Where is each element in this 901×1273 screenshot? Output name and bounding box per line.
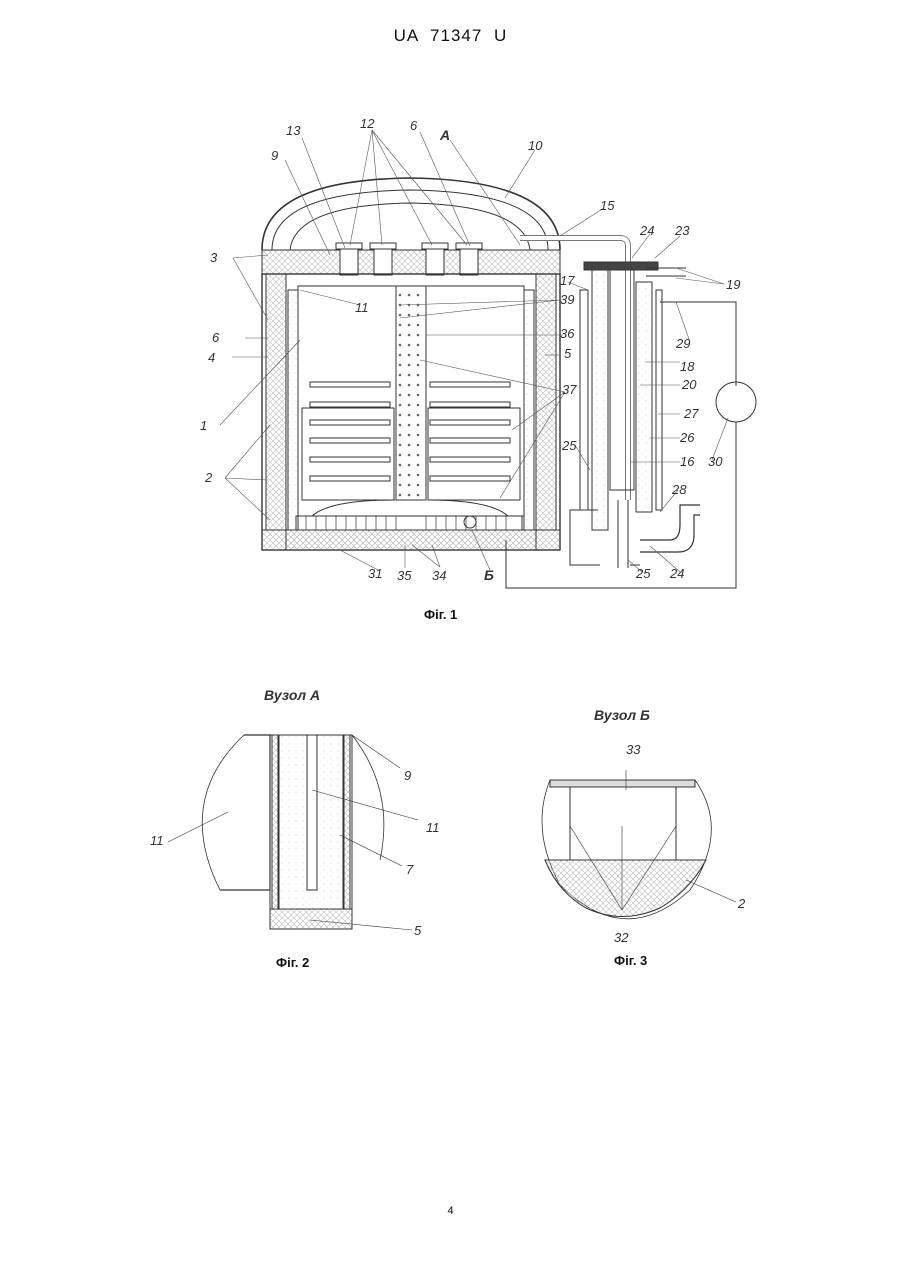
- ref-6: 6: [212, 330, 220, 345]
- fig2-ref-9: 9: [404, 768, 411, 783]
- ref-24: 25: [635, 566, 651, 581]
- fig2-ref-5: 5: [414, 923, 422, 938]
- ref-15: 15: [600, 198, 615, 213]
- ref-13: 13: [286, 123, 301, 138]
- ref-26: 26: [679, 430, 695, 445]
- ref-3: 3: [210, 250, 218, 265]
- ref-25: 25: [561, 438, 577, 453]
- node-label-a: А: [439, 127, 450, 143]
- fig3-title: Вузол Б: [594, 707, 650, 723]
- ref-28: 28: [671, 482, 687, 497]
- ref-1: 1: [200, 418, 207, 433]
- ref-16: 16: [680, 454, 695, 469]
- figure-3-caption: Фіг. 3: [614, 953, 647, 968]
- fig3-ref-2: 2: [737, 896, 746, 911]
- ref-27: 27: [683, 406, 699, 421]
- ref-39: 39: [560, 292, 574, 307]
- fig3-ref-33: 33: [626, 742, 641, 757]
- fig2-ref-11-right: 11: [426, 820, 440, 835]
- ref-11: 11: [355, 300, 369, 315]
- ref-2: 2: [204, 470, 213, 485]
- ref-34: 34: [432, 568, 446, 583]
- ref-20: 20: [681, 377, 697, 392]
- figure-2-caption: Фіг. 2: [276, 955, 309, 970]
- ref-31: 31: [368, 566, 382, 581]
- ref-5: 5: [564, 346, 572, 361]
- ref-18: 18: [680, 359, 695, 374]
- ref-37: 37: [562, 382, 577, 397]
- ref-12: 12: [360, 116, 375, 131]
- fig3-ref-32: 32: [614, 930, 629, 945]
- ref-4: 4: [208, 350, 215, 365]
- ref-30: 30: [708, 454, 723, 469]
- ref-36: 36: [560, 326, 575, 341]
- ref-19: 19: [726, 277, 740, 292]
- fig2-ref-7: 7: [406, 862, 414, 877]
- ref-22: 24: [639, 223, 654, 238]
- figure-2-drawing: [168, 735, 418, 930]
- ref-35: 35: [397, 568, 412, 583]
- ref-9: 9: [271, 148, 278, 163]
- node-label-b: Б: [484, 567, 494, 583]
- ref-29: 29: [675, 336, 690, 351]
- ref-21: 23: [674, 223, 690, 238]
- ref-17: 17: [560, 273, 575, 288]
- figure-1-caption: Фіг. 1: [424, 607, 457, 622]
- fig2-ref-11-left: 11: [150, 833, 164, 848]
- page-number: 4: [0, 1205, 901, 1217]
- figure-3-drawing: [542, 770, 736, 919]
- ref-10: 10: [528, 138, 543, 153]
- ref-8: 6: [410, 118, 418, 133]
- fig2-title: Вузол А: [264, 687, 320, 703]
- ref-23: 24: [669, 566, 684, 581]
